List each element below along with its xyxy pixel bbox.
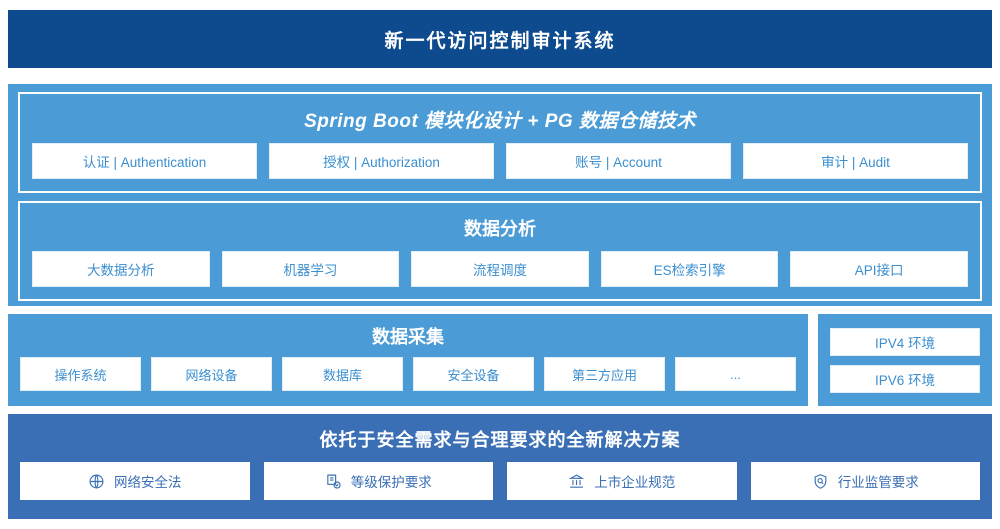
- chip-label: ES检索引擎: [653, 263, 726, 278]
- module-chip-authorization[interactable]: 授权 | Authorization: [269, 143, 494, 179]
- modules-panel: Spring Boot 模块化设计 + PG 数据仓储技术 认证 | Authe…: [18, 92, 982, 193]
- collection-chip-row: 操作系统 网络设备 数据库 安全设备 第三方应用 ...: [20, 357, 796, 391]
- chip-label: 授权 | Authorization: [323, 155, 440, 170]
- chip-label: 审计 | Audit: [821, 155, 890, 170]
- compliance-chip-classified-protection[interactable]: 等级保护要求: [263, 462, 493, 500]
- analysis-chip-bigdata[interactable]: 大数据分析: [32, 251, 210, 287]
- chip-label: 等级保护要求: [350, 475, 432, 490]
- header-bar: 新一代访问控制审计系统: [8, 10, 992, 68]
- chip-label: IPV4 环境: [874, 335, 936, 351]
- collection-chip-third-party-app[interactable]: 第三方应用: [544, 357, 665, 391]
- environment-chip-ipv6[interactable]: IPV6 环境: [830, 364, 980, 393]
- compliance-panel: 依托于安全需求与合理要求的全新解决方案 网络安全法: [8, 414, 992, 519]
- shield-search-icon: [812, 473, 829, 490]
- chip-label: ...: [730, 366, 741, 382]
- modules-chip-row: 认证 | Authentication 授权 | Authorization 账…: [32, 143, 968, 179]
- chip-label: 大数据分析: [87, 263, 155, 278]
- compliance-chip-listed-enterprise[interactable]: 上市企业规范: [507, 462, 737, 500]
- chip-label: 认证 | Authentication: [82, 155, 207, 170]
- compliance-title: 依托于安全需求与合理要求的全新解决方案: [319, 430, 681, 450]
- chip-label: 行业监管要求: [837, 475, 919, 490]
- module-chip-account[interactable]: 账号 | Account: [506, 143, 731, 179]
- bank-icon: [568, 473, 585, 490]
- chip-label: IPV6 环境: [874, 372, 936, 388]
- collection-title: 数据采集: [372, 327, 444, 347]
- document-check-icon: [325, 473, 342, 490]
- module-chip-authentication[interactable]: 认证 | Authentication: [32, 143, 257, 179]
- chip-label: 操作系统: [54, 367, 107, 383]
- chip-label: API接口: [854, 263, 904, 278]
- collection-chip-security-device[interactable]: 安全设备: [413, 357, 534, 391]
- module-chip-audit[interactable]: 审计 | Audit: [743, 143, 968, 179]
- globe-icon: [88, 473, 105, 490]
- analysis-chip-process-scheduling[interactable]: 流程调度: [411, 251, 589, 287]
- chip-label: 上市企业规范: [594, 475, 676, 490]
- chip-label: 数据库: [322, 367, 362, 383]
- analysis-panel: 数据分析 大数据分析 机器学习 流程调度 ES检索引擎 API接口: [18, 201, 982, 301]
- platform-panel: Spring Boot 模块化设计 + PG 数据仓储技术 认证 | Authe…: [8, 84, 992, 306]
- chip-label: 第三方应用: [571, 367, 637, 383]
- page-title: 新一代访问控制审计系统: [384, 30, 616, 52]
- analysis-chip-row: 大数据分析 机器学习 流程调度 ES检索引擎 API接口: [32, 251, 968, 287]
- compliance-chip-row: 网络安全法 等级保护要求: [20, 462, 980, 500]
- chip-label: 流程调度: [472, 263, 527, 278]
- analysis-chip-es-search[interactable]: ES检索引擎: [600, 251, 779, 287]
- collection-chip-more[interactable]: ...: [675, 357, 796, 391]
- chip-label: 安全设备: [447, 367, 500, 383]
- analysis-chip-api[interactable]: API接口: [790, 251, 968, 287]
- collection-chip-os[interactable]: 操作系统: [20, 357, 141, 391]
- compliance-chip-cybersecurity-law[interactable]: 网络安全法: [20, 462, 250, 500]
- environment-chip-ipv4[interactable]: IPV4 环境: [830, 327, 980, 356]
- compliance-chip-industry-regulation[interactable]: 行业监管要求: [750, 462, 980, 500]
- analysis-chip-machine-learning[interactable]: 机器学习: [221, 251, 400, 287]
- collection-row: 数据采集 操作系统 网络设备 数据库 安全设备 第三方应用 ...: [8, 314, 992, 406]
- environment-panel: IPV4 环境 IPV6 环境: [818, 314, 992, 406]
- modules-title: Spring Boot 模块化设计 + PG 数据仓储技术: [304, 111, 696, 132]
- chip-label: 机器学习: [283, 263, 338, 278]
- collection-chip-database[interactable]: 数据库: [282, 357, 403, 391]
- collection-chip-network-device[interactable]: 网络设备: [151, 357, 272, 391]
- chip-label: 网络安全法: [114, 475, 182, 490]
- chip-label: 账号 | Account: [575, 155, 662, 170]
- analysis-title: 数据分析: [464, 219, 536, 239]
- chip-label: 网络设备: [185, 367, 238, 383]
- collection-panel: 数据采集 操作系统 网络设备 数据库 安全设备 第三方应用 ...: [8, 314, 808, 406]
